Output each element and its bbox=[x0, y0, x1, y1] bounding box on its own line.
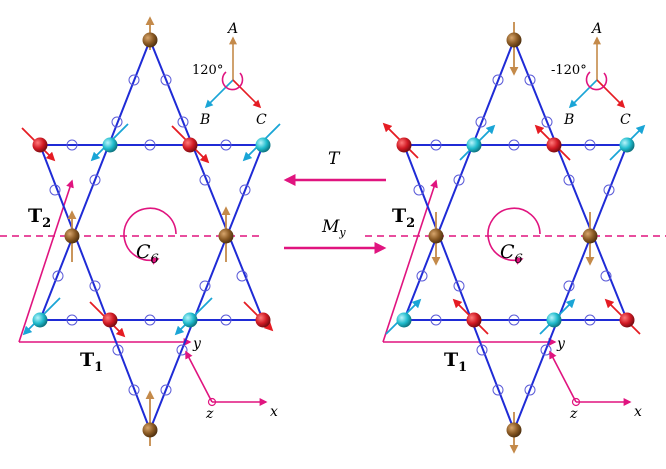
t1-label: T1 bbox=[80, 349, 103, 375]
atom-red-icon bbox=[32, 137, 48, 153]
atom-cyan-icon bbox=[546, 312, 562, 328]
spin-arrows bbox=[382, 22, 646, 454]
bond-network bbox=[402, 37, 629, 433]
spin-axis-reference: A B C -120° bbox=[551, 21, 631, 128]
atom-brown-icon bbox=[142, 32, 158, 48]
mirror-label: My bbox=[321, 217, 346, 239]
atom-cyan-icon bbox=[396, 312, 412, 328]
operations: T My bbox=[283, 149, 387, 254]
atom-brown-icon bbox=[218, 228, 234, 244]
z-axis-label: z bbox=[205, 406, 214, 422]
axis-a-label: A bbox=[590, 21, 602, 37]
atoms bbox=[396, 32, 635, 438]
t2-label: T2 bbox=[392, 205, 415, 231]
bond-network bbox=[38, 37, 265, 433]
rotation-arrow-icon bbox=[487, 207, 541, 265]
y-axis-label: y bbox=[192, 336, 202, 352]
atom-red-icon bbox=[466, 312, 482, 328]
axis-b-arrow bbox=[204, 79, 234, 109]
axis-a-label: A bbox=[226, 21, 238, 37]
angle-label: 120° bbox=[192, 63, 223, 78]
atom-cyan-icon bbox=[619, 137, 635, 153]
atom-cyan-icon bbox=[182, 312, 198, 328]
angle-arc bbox=[585, 71, 608, 91]
atom-red-icon bbox=[619, 312, 635, 328]
angle-label: -120° bbox=[551, 63, 587, 78]
atom-red-icon bbox=[396, 137, 412, 153]
rotation-arrow-icon bbox=[123, 207, 177, 265]
coordinate-axes: x y z bbox=[185, 336, 278, 422]
atom-brown-icon bbox=[582, 228, 598, 244]
atom-brown-icon bbox=[142, 422, 158, 438]
time-reversal-label: T bbox=[328, 149, 341, 169]
atoms bbox=[32, 32, 271, 438]
atom-red-icon bbox=[546, 137, 562, 153]
atom-brown-icon bbox=[506, 422, 522, 438]
atom-brown-icon bbox=[506, 32, 522, 48]
z-axis-icon bbox=[207, 397, 217, 407]
coordinate-axes: x y z bbox=[549, 336, 642, 422]
left-panel: C6 T2 T1 A B C 120° x y z bbox=[0, 16, 281, 446]
axis-c-label: C bbox=[256, 112, 267, 128]
axis-c-arrow bbox=[596, 79, 626, 109]
t1-label: T1 bbox=[444, 349, 467, 375]
atom-brown-icon bbox=[428, 228, 444, 244]
spin-axis-reference: A B C 120° bbox=[192, 21, 267, 128]
t2-vector-arrow bbox=[382, 179, 438, 343]
atom-cyan-icon bbox=[32, 312, 48, 328]
atom-red-icon bbox=[102, 312, 118, 328]
spin-arrows bbox=[21, 16, 281, 446]
atom-cyan-icon bbox=[102, 137, 118, 153]
atom-brown-icon bbox=[64, 228, 80, 244]
axis-c-arrow bbox=[232, 79, 262, 109]
axis-b-label: B bbox=[199, 112, 210, 128]
atom-cyan-icon bbox=[466, 137, 482, 153]
axis-c-label: C bbox=[620, 112, 631, 128]
t2-label: T2 bbox=[28, 205, 51, 231]
z-axis-label: z bbox=[569, 406, 578, 422]
y-axis-label: y bbox=[556, 336, 566, 352]
x-axis-label: x bbox=[270, 404, 278, 420]
axis-b-arrow bbox=[568, 79, 598, 109]
z-axis-icon bbox=[571, 397, 581, 407]
c6-label: C6 bbox=[500, 241, 523, 267]
axis-b-label: B bbox=[563, 112, 574, 128]
atom-red-icon bbox=[255, 312, 271, 328]
empty-sites bbox=[413, 74, 615, 396]
x-axis-label: x bbox=[634, 404, 642, 420]
right-panel: C6 T2 T1 A B C -120° x y z bbox=[365, 21, 666, 454]
y-axis-arrow bbox=[549, 350, 577, 403]
y-axis-arrow bbox=[185, 350, 213, 403]
empty-sites bbox=[49, 74, 251, 396]
atom-cyan-icon bbox=[255, 137, 271, 153]
atom-red-icon bbox=[182, 137, 198, 153]
c6-label: C6 bbox=[136, 241, 159, 267]
t2-vector-arrow bbox=[18, 179, 74, 343]
angle-arc bbox=[221, 71, 244, 91]
